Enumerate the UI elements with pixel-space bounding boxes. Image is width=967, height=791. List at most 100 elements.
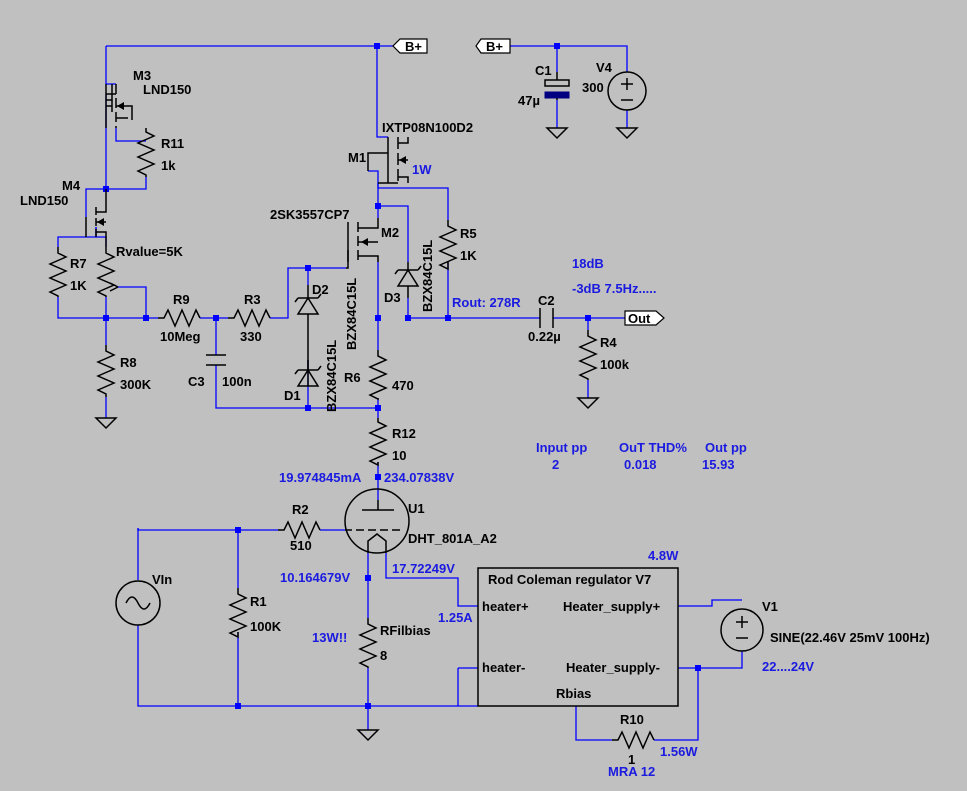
- resistor-r3: [228, 308, 271, 328]
- ground-c1: [545, 127, 569, 140]
- out-port: Out: [624, 310, 665, 326]
- r12-ref: R12: [392, 426, 416, 441]
- c2-value: 0.22µ: [528, 329, 561, 344]
- r4-value: 100k: [600, 357, 630, 372]
- r2-value: 510: [290, 538, 312, 553]
- r9-value: 10Meg: [160, 329, 201, 344]
- mosfet-m2: [346, 218, 379, 269]
- m2-value: 2SK3557CP7: [270, 207, 350, 222]
- v1-ref: V1: [762, 599, 778, 614]
- r7-value: 1K: [70, 278, 87, 293]
- v1-value: SINE(22.46V 25mV 100Hz): [770, 630, 930, 645]
- diode-d1: [294, 330, 322, 387]
- m3-ref: M3: [133, 68, 151, 83]
- u1-ref: U1: [408, 501, 425, 516]
- source-vin: [115, 580, 161, 626]
- capacitors: [206, 72, 570, 366]
- filament-current: 1.25A: [438, 610, 473, 625]
- c1-ref: C1: [535, 63, 552, 78]
- regulator-power: 4.8W: [648, 548, 679, 563]
- out-pp-label: Out pp: [705, 440, 747, 455]
- junction-dots: [103, 43, 701, 709]
- capacitor-c1: [544, 72, 570, 100]
- d3-ref: D3: [384, 290, 401, 305]
- rfil-ref: RFilbias: [380, 623, 431, 638]
- resistor-r2: [278, 520, 321, 540]
- d2-ref: D2: [312, 282, 329, 297]
- diode-d3: [394, 262, 422, 298]
- v4-value: 300: [582, 80, 604, 95]
- r7-ref: R7: [70, 256, 87, 271]
- resistor-r5: [438, 220, 458, 271]
- bplus-port-main: B+: [392, 38, 428, 54]
- m1-ref: M1: [348, 150, 366, 165]
- d2-value: BZX84C15L: [344, 278, 359, 350]
- r1-ref: R1: [250, 594, 267, 609]
- d1-ref: D1: [284, 388, 301, 403]
- regulator-title: Rod Coleman regulator V7: [488, 572, 651, 587]
- c1-value: 47µ: [518, 93, 540, 108]
- rfil-value: 8: [380, 648, 387, 663]
- bplus-port-supply: B+: [475, 38, 511, 54]
- r11-ref: R11: [161, 136, 184, 151]
- d3-value: BZX84C15L: [420, 240, 435, 312]
- mosfet-m3: [105, 84, 133, 128]
- input-pp-value: 2: [552, 457, 559, 472]
- pot-value: Rvalue=5K: [116, 244, 183, 259]
- r10-value: 1: [628, 752, 635, 767]
- supply-range: 22....24V: [762, 659, 814, 674]
- r4-ref: R4: [600, 335, 617, 350]
- filament-voltage: 17.72249V: [392, 561, 455, 576]
- resistor-r10: [612, 730, 655, 750]
- resistor-r12: [368, 418, 388, 467]
- r5-ref: R5: [460, 226, 477, 241]
- ground-r8: [94, 417, 118, 430]
- r12-value: 10: [392, 448, 406, 463]
- annotations: 18dB -3dB 7.5Hz..... Rout: 278R Input pp…: [279, 256, 814, 779]
- resistor-r7: [48, 247, 68, 297]
- resistor-r1: [228, 588, 248, 639]
- capacitor-c3: [206, 354, 226, 366]
- out-pp-value: 15.93: [702, 457, 735, 472]
- out-port-label: Out: [628, 311, 651, 326]
- resistor-rfilbias: [358, 618, 378, 668]
- bplus-port-label: B+: [405, 39, 422, 54]
- bplus-supply-label: B+: [486, 39, 503, 54]
- r10-part: MRA 12: [608, 764, 655, 779]
- mosfet-m4: [85, 189, 107, 247]
- regulator-pin-heater-plus: heater+: [482, 599, 529, 614]
- ground-symbols: [94, 127, 639, 742]
- triode-u1: [344, 488, 410, 554]
- anode-current: 19.974845mA: [279, 470, 362, 485]
- gain-note: 18dB: [572, 256, 604, 271]
- resistor-r8: [96, 345, 116, 397]
- r8-value: 300K: [120, 377, 152, 392]
- resistors: [48, 128, 655, 750]
- resistor-r9: [158, 308, 201, 328]
- capacitor-c2: [539, 308, 554, 328]
- ground-main: [356, 729, 380, 742]
- m4-value: LND150: [20, 193, 68, 208]
- resistor-pot: [96, 247, 116, 297]
- u1-value: DHT_801A_A2: [408, 531, 497, 546]
- regulator-pin-heater-minus: heater-: [482, 660, 525, 675]
- c3-ref: C3: [188, 374, 205, 389]
- source-v4: [607, 71, 647, 111]
- thd-value: 0.018: [624, 457, 657, 472]
- component-labels: M3 LND150 R11 1k M4 LND150 R7 1K Rvalue=…: [20, 60, 930, 767]
- diode-d2: [294, 285, 322, 330]
- r8-ref: R8: [120, 355, 137, 370]
- regulator-pin-supply-minus: Heater_supply-: [566, 660, 660, 675]
- d1-value: BZX84C15L: [324, 340, 339, 412]
- anode-voltage: 234.07838V: [384, 470, 454, 485]
- r11-value: 1k: [161, 158, 176, 173]
- mosfet-m1: [367, 137, 409, 184]
- r5-value: 1K: [460, 248, 477, 263]
- m1-power: 1W: [412, 162, 432, 177]
- r3-value: 330: [240, 329, 262, 344]
- c2-ref: C2: [538, 293, 555, 308]
- diodes: [294, 262, 422, 387]
- bandwidth-note: -3dB 7.5Hz.....: [572, 281, 657, 296]
- ground-v4: [615, 127, 639, 140]
